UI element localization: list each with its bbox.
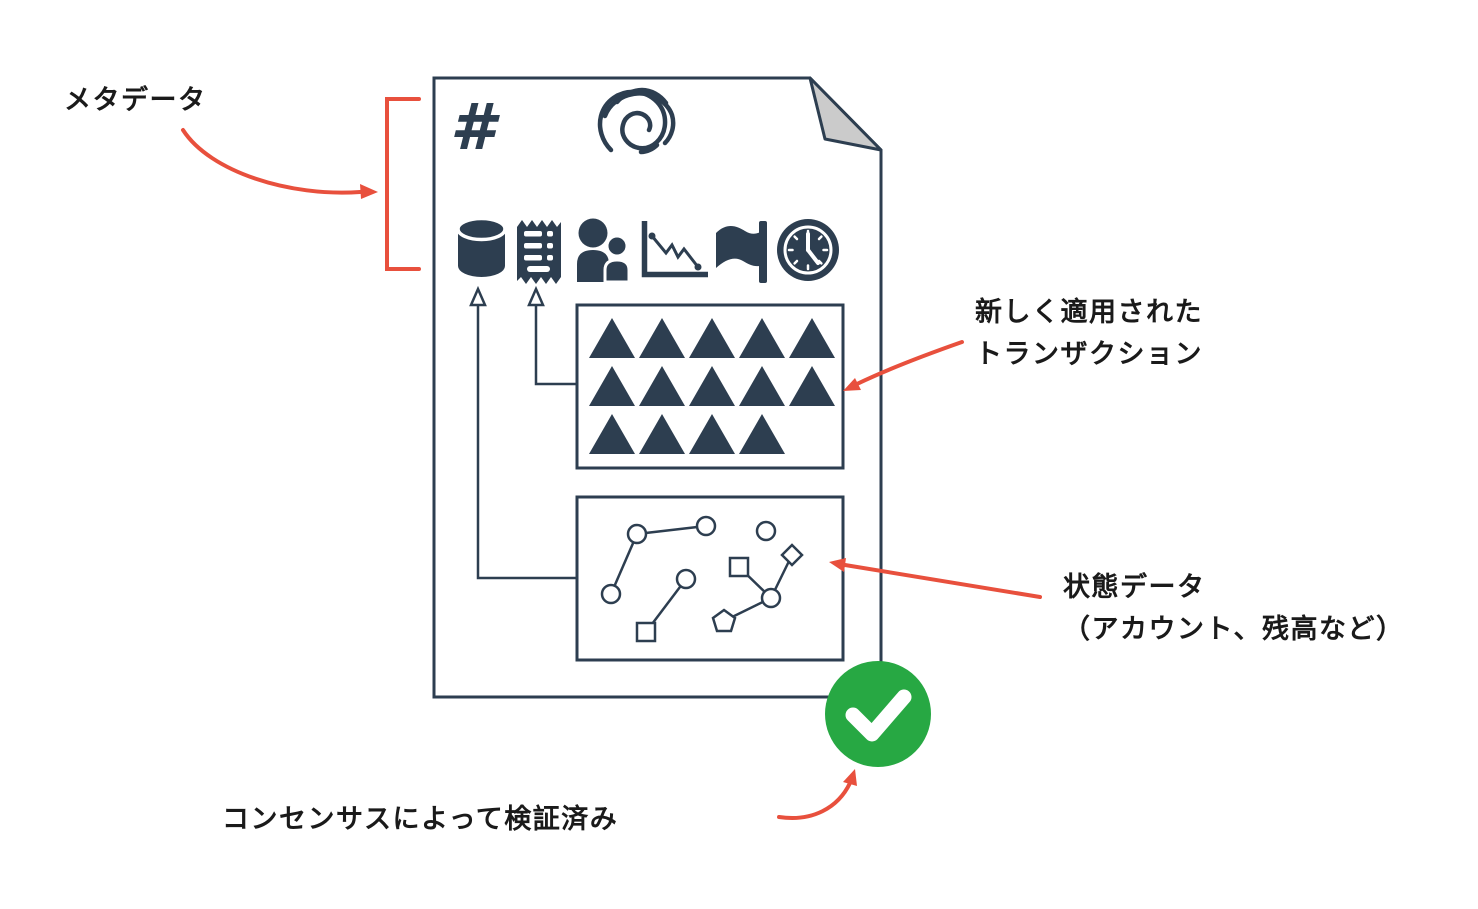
database-icon <box>456 216 507 277</box>
transaction-triangle <box>739 318 785 358</box>
transactions-to-receipt-arrow <box>527 285 577 386</box>
state-data-box <box>575 495 845 662</box>
state-node-diamond <box>780 543 804 567</box>
check-icon <box>845 689 912 742</box>
state-node-square <box>728 556 750 578</box>
state-data-arrow <box>829 558 1042 599</box>
state-node-circle <box>600 583 622 605</box>
hash-icon: # <box>450 91 500 165</box>
flag-icon <box>716 221 767 283</box>
fingerprint-icon <box>597 87 676 155</box>
verified-badge <box>825 661 931 767</box>
state-data-label: 状態データ （アカウント、残高など） <box>1063 567 1404 651</box>
transaction-triangle <box>689 414 735 454</box>
metadata-bracket <box>385 97 421 271</box>
transaction-triangle <box>639 414 685 454</box>
transaction-triangle <box>689 318 735 358</box>
receipt-icon <box>517 220 561 284</box>
state-data-label-line1: 状態データ <box>1063 572 1206 603</box>
transaction-triangle <box>589 318 635 358</box>
state-to-database-arrow <box>469 285 577 580</box>
folded-corner <box>808 76 883 152</box>
state-node-square <box>635 621 657 643</box>
transaction-triangle <box>589 414 635 454</box>
transactions-arrow <box>843 340 964 391</box>
declining-chart-icon <box>641 221 708 278</box>
state-graph <box>600 515 804 643</box>
state-data-label-line2: （アカウント、残高など） <box>1063 614 1405 645</box>
state-node-circle <box>626 523 648 545</box>
transaction-triangle <box>739 414 785 454</box>
metadata-arrow <box>181 128 378 199</box>
state-node-circle <box>755 520 777 542</box>
transaction-triangle <box>689 366 735 406</box>
transaction-triangle <box>639 318 685 358</box>
state-node-circle <box>675 568 697 590</box>
state-node-pentagon <box>711 608 737 633</box>
transaction-triangle <box>639 366 685 406</box>
users-icon <box>577 218 631 284</box>
transaction-triangle <box>789 366 835 406</box>
state-node-circle <box>695 515 717 537</box>
transaction-triangle <box>589 366 635 406</box>
metadata-label: メタデータ <box>64 85 207 116</box>
state-node-circle <box>760 587 782 609</box>
consensus-label: コンセンサスによって検証済み <box>222 804 619 835</box>
new-transactions-label: 新しく適用された トランザクション <box>975 292 1203 376</box>
new-transactions-label-line1: 新しく適用された <box>975 297 1203 328</box>
consensus-arrow <box>777 769 857 820</box>
transaction-triangle <box>789 318 835 358</box>
clock-icon <box>777 219 839 281</box>
transaction-triangle <box>739 366 785 406</box>
new-transactions-label-line2: トランザクション <box>975 339 1203 370</box>
triangle-grid <box>589 318 835 454</box>
